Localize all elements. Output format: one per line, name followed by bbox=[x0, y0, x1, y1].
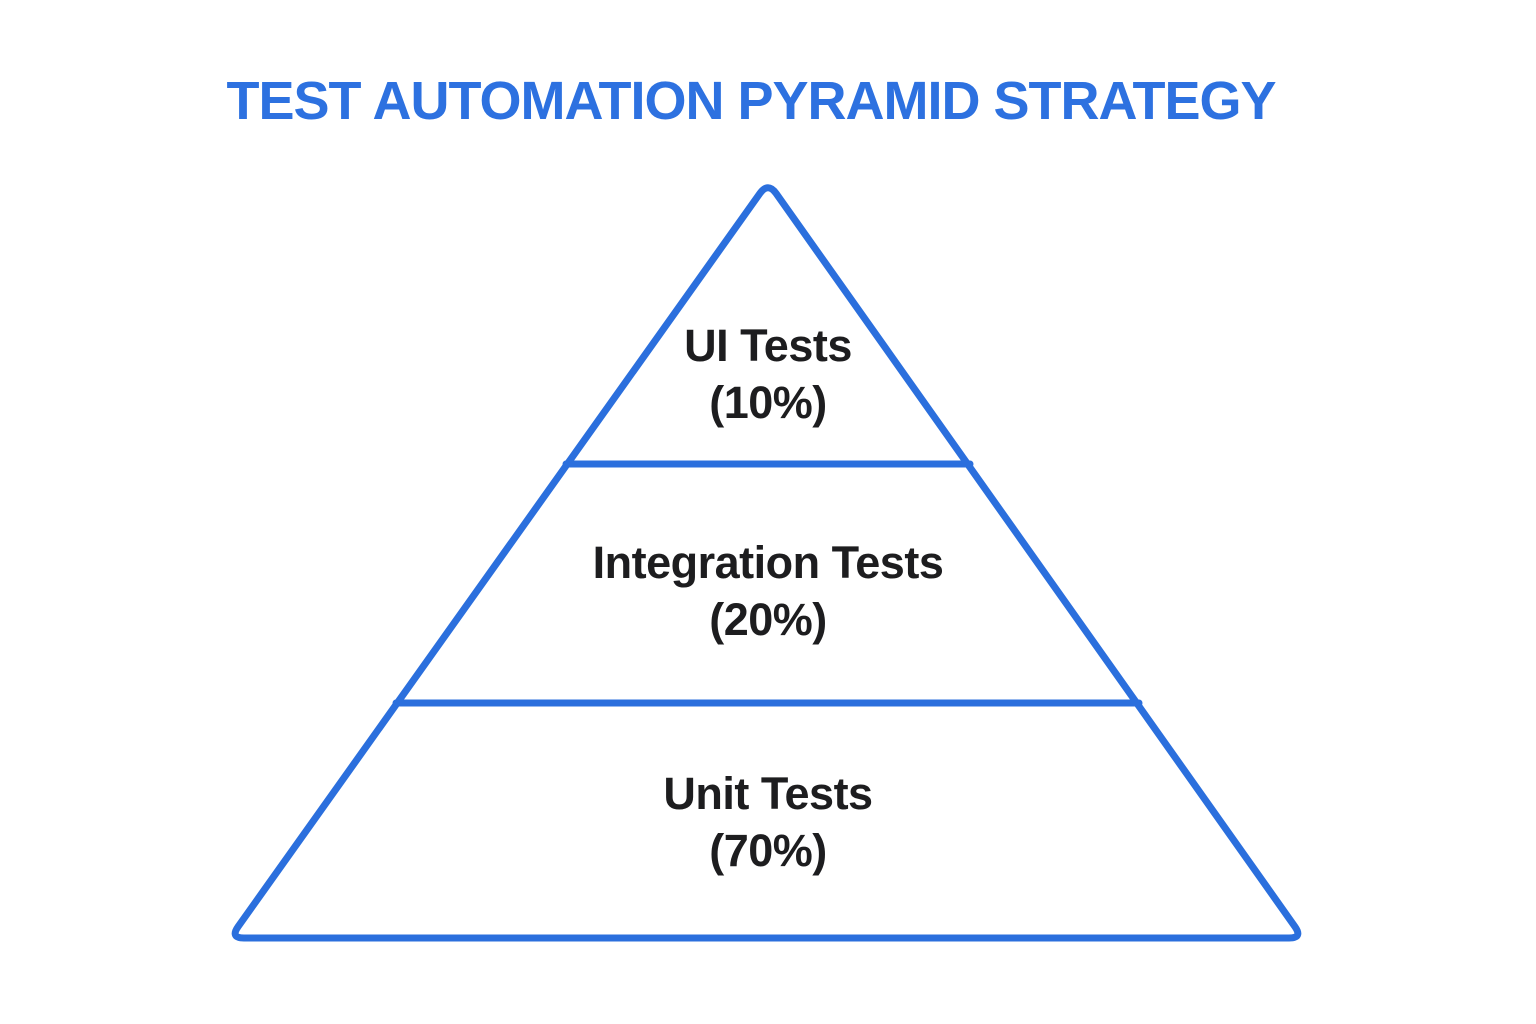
level-percent: (70%) bbox=[709, 825, 827, 876]
pyramid-level-integration-tests: Integration Tests (20%) bbox=[0, 534, 1536, 648]
level-label: Unit Tests bbox=[663, 768, 873, 819]
level-percent: (10%) bbox=[709, 377, 827, 428]
level-label: Integration Tests bbox=[592, 537, 944, 588]
pyramid-level-unit-tests: Unit Tests (70%) bbox=[0, 765, 1536, 879]
pyramid-outline bbox=[231, 184, 1302, 942]
level-percent: (20%) bbox=[709, 594, 827, 645]
level-label: UI Tests bbox=[684, 320, 852, 371]
diagram-title: TEST AUTOMATION PYRAMID STRATEGY bbox=[226, 71, 1276, 131]
pyramid-level-ui-tests: UI Tests (10%) bbox=[0, 317, 1536, 431]
